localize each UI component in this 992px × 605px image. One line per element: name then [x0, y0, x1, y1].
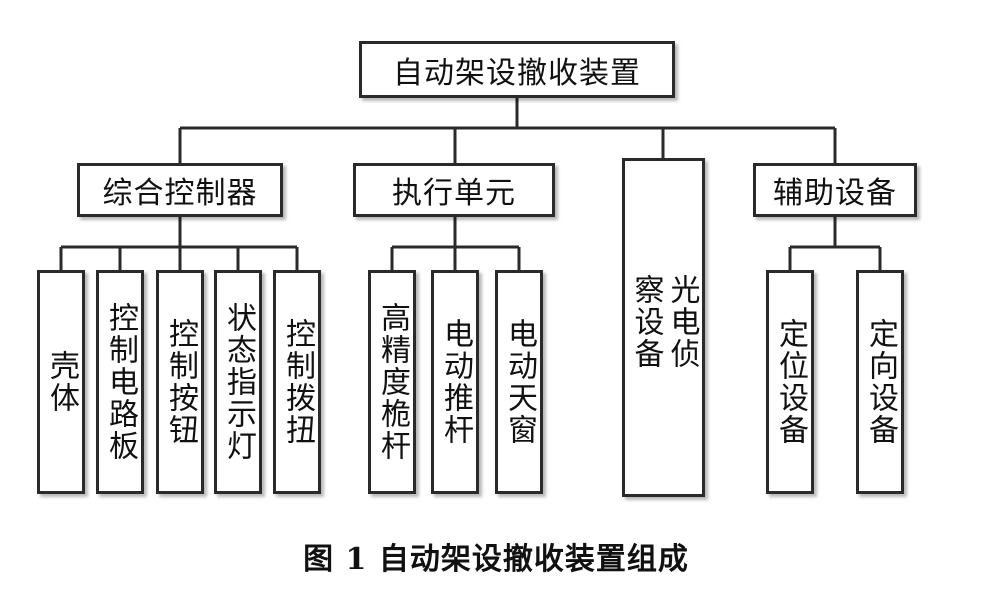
control-board-label: 控制电路板: [103, 302, 138, 462]
figure-caption: 图 1 自动架设撤收装置组成: [303, 542, 689, 577]
node-orientation: 定向设备: [856, 270, 904, 494]
executor-label: 执行单元: [392, 176, 516, 211]
node-executor: 执行单元: [353, 163, 555, 217]
node-control-knob: 控制拨扭: [273, 270, 321, 494]
node-electric-pushrod: 电动推杆: [431, 270, 479, 494]
node-photoelectric-recon: 光电侦察设备: [622, 158, 705, 497]
mast-label: 高精度桅杆: [375, 302, 410, 462]
node-status-light: 状态指示灯: [214, 270, 262, 494]
node-positioning: 定位设备: [766, 270, 814, 494]
node-mast: 高精度桅杆: [368, 270, 416, 494]
control-knob-label: 控制拨扭: [280, 318, 315, 446]
node-auxiliary: 辅助设备: [753, 163, 917, 217]
control-button-label: 控制按钮: [163, 318, 198, 446]
photoelectric-recon-label: 光电侦察设备: [628, 273, 700, 370]
node-housing: 壳体: [37, 270, 85, 494]
node-control-button: 控制按钮: [156, 270, 204, 494]
status-light-label: 状态指示灯: [221, 302, 256, 462]
node-controller: 综合控制器: [77, 163, 283, 217]
controller-label: 综合控制器: [102, 176, 258, 211]
auxiliary-label: 辅助设备: [773, 176, 897, 211]
housing-label: 壳体: [44, 350, 79, 414]
positioning-label: 定位设备: [773, 318, 808, 446]
electric-skylight-label: 电动天窗: [502, 318, 537, 446]
orientation-label: 定向设备: [863, 318, 898, 446]
root-label: 自动架设撤收装置: [393, 55, 641, 91]
electric-pushrod-label: 电动推杆: [438, 318, 473, 446]
root-node: 自动架设撤收装置: [359, 41, 675, 98]
node-electric-skylight: 电动天窗: [495, 270, 543, 494]
node-control-board: 控制电路板: [96, 270, 144, 494]
